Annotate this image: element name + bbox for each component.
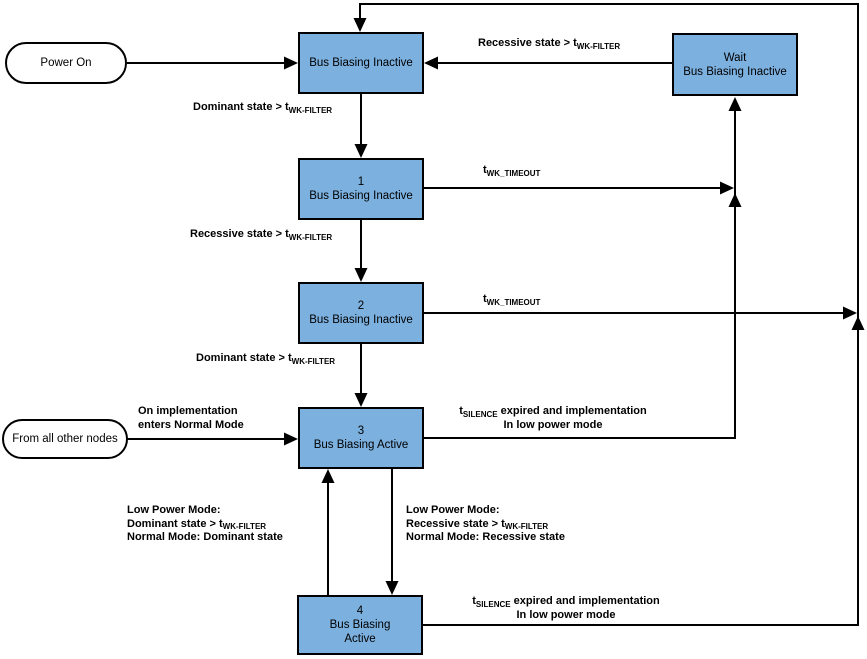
state-label: Active [344,633,376,645]
terminal-power-on-label: Power On [40,57,92,69]
state-label: Bus Biasing Active [313,439,409,451]
connector-state3-to-wait [424,97,742,439]
connector-inactive-to-state1 [354,94,368,158]
label-recessive-state-wk-filter-top: Recessive state > tWK-FILTER [478,37,621,51]
state-label: Wait [723,51,747,64]
connector-state2-to-state3 [354,344,368,407]
label-low-power-mode-recessive: Low Power Mode: Recessive state > tWK-FI… [406,504,565,543]
state-label: Bus Biasing [329,619,391,631]
state-label: Bus Biasing Inactive [683,65,787,78]
label-low-power-mode-dominant: Low Power Mode: Dominant state > tWK-FIL… [127,504,283,543]
state-label: Bus Biasing Inactive [309,190,413,202]
connector-power-on-to-inactive [127,56,298,70]
label-silence-expired-3: tSILENCE expired and implementation In l… [459,405,647,431]
label-wk-timeout-1: tWK_TIMEOUT [483,164,541,178]
state-3-bus-biasing-active: 3 Bus Biasing Active [298,407,424,469]
connector-state1-timeout [424,181,734,195]
state-bus-biasing-inactive: Bus Biasing Inactive [298,32,424,94]
terminal-power-on: Power On [5,42,127,84]
state-2-bus-biasing-inactive: 2 Bus Biasing Inactive [298,282,424,344]
state-number: 4 [356,605,364,617]
state-number: 3 [357,425,365,437]
connector-wait-to-inactive [424,56,672,70]
label-silence-expired-4: tSILENCE expired and implementation In l… [472,595,660,621]
state-wait-bus-biasing-inactive: Wait Bus Biasing Inactive [672,33,798,96]
label-wk-timeout-2: tWK_TIMEOUT [483,293,541,307]
terminal-from-all-other-nodes: From all other nodes [2,419,128,459]
label-recessive-state-wk-filter-2: Recessive state > tWK-FILTER [190,228,333,242]
state-label: Bus Biasing Inactive [309,314,413,326]
state-4-bus-biasing-active: 4 Bus Biasing Active [297,595,423,655]
label-enters-normal-mode: On implementation enters Normal Mode [138,405,244,431]
state-number: 1 [357,176,365,188]
label-dominant-state-wk-filter-3: Dominant state > tWK-FILTER [196,352,336,366]
connector-state3-to-state4 [385,469,399,595]
connector-state1-to-state2 [354,220,368,282]
terminal-from-all-other-nodes-label: From all other nodes [12,433,118,445]
state-1-bus-biasing-inactive: 1 Bus Biasing Inactive [298,158,424,220]
state-label: Bus Biasing Inactive [309,57,413,69]
state-number: 2 [357,300,365,312]
connector-state4-to-inactive-loop [353,3,865,626]
connector-state2-timeout [424,306,857,320]
label-dominant-state-wk-filter-1: Dominant state > tWK-FILTER [193,101,333,115]
connector-state4-to-state3 [321,469,335,595]
connector-nodes-to-state3 [127,432,298,446]
